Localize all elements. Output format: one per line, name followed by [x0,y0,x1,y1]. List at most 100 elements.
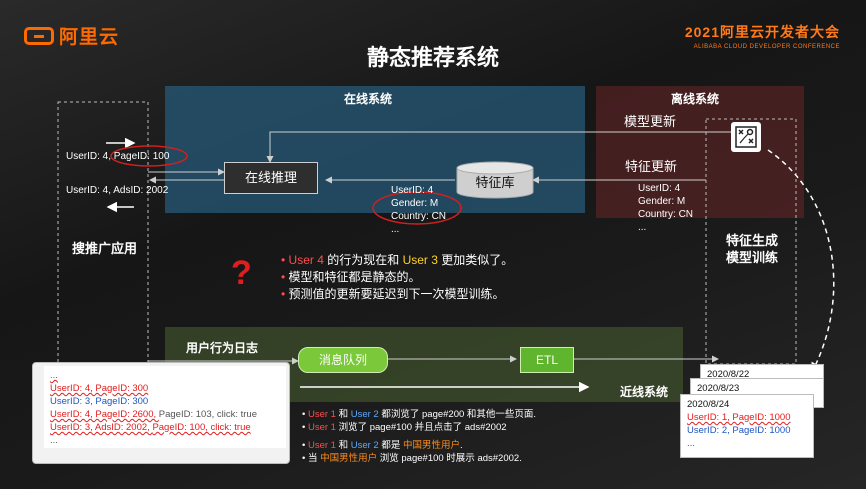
log-doc: ... UserID: 4, PageID: 300 UserID: 3, Pa… [44,366,286,448]
offline-feature-line: UserID: 4 [638,183,681,194]
text-run: 浏览了 page#100 并且点击了 ads#2002 [335,422,507,433]
text-run: ... [50,370,58,381]
feature-update-label: 特征更新 [625,159,678,174]
text-run: UserID: 4, PageID: 300 [50,383,149,394]
text-run: UserID: 1, PageID: 1000 [687,412,791,423]
offline-zone-label: 离线系统 [671,92,720,106]
log-line: ... [50,434,280,447]
note-bullet: • User 1 和 User 2 都是 中国男性用户. [302,439,536,452]
bullet-dot: • [302,453,308,464]
text-run: 和 [335,440,351,451]
feature-store-icon [456,161,534,199]
online-feature-line: Country: CN [391,211,447,222]
bullet-dot: • [302,440,308,451]
text-run: User 1 [307,409,336,420]
conference-title: 2021阿里云开发者大会 [684,24,840,40]
text-run: ... [687,438,695,449]
message-queue: 消息队列 [298,347,388,373]
app-label: 搜推广应用 [72,241,138,256]
question-bullet: • User 4 的行为现在和 User 3 更加类似了。 [281,252,513,269]
conference-subtitle: ALIBABA CLOUD DEVELOPER CONFERENCE [693,44,840,50]
text-run: ... [50,435,58,446]
model-update-label: 模型更新 [624,114,677,129]
offline-feature-line: Country: CN [638,209,694,220]
feature-store-label: 特征库 [475,175,515,190]
question-mark-icon: ? [231,254,252,292]
note-bullet: • User 1 和 User 2 都浏览了 page#200 和其他一些页面. [302,408,536,421]
offline-zone [596,86,804,218]
bullet-dot: • [281,287,289,301]
text-run: User 2 [350,440,379,451]
request-userid: UserID: 4, [66,151,112,162]
text-run: UserID: 2, PageID: 1000 [687,425,791,436]
online-inference-box: 在线推理 [224,162,318,194]
bullet-dot: • [302,409,308,420]
question-bullets: • User 4 的行为现在和 User 3 更加类似了。 • 模型和特征都是静… [281,252,513,303]
text-run: 预测值的更新要延迟到下一次模型训练。 [288,287,505,301]
bullet-dot: • [302,422,308,433]
date-doc-line: UserID: 2, PageID: 1000 [687,424,807,437]
question-bullet: • 模型和特征都是静态的。 [281,269,513,286]
text-run: PageID: 103, click: true [158,409,257,420]
text-run: . [460,440,463,451]
notes-bullets: • User 1 和 User 2 都浏览了 page#200 和其他一些页面.… [302,408,536,465]
log-line: UserID: 3, PageID: 300 [50,395,280,408]
user-log-label: 用户行为日志 [186,341,259,355]
request-text: UserID: 4, PageID: 100 [66,150,169,163]
text-run: 都是 [378,440,403,451]
text-run: 的行为现在和 [323,253,403,267]
offline-features: UserID: 4 Gender: M Country: CN ... [638,182,693,234]
training-icon [731,122,761,152]
text-run: 浏览 page#100 时展示 ads#2002. [377,453,522,464]
etl-box: ETL [520,347,574,373]
text-run: User 3 [402,253,438,267]
slide-title: 静态推荐系统 [366,45,499,70]
online-zone-label: 在线系统 [344,92,393,106]
offline-feature-line: ... [638,222,647,233]
log-line: ... [50,369,280,382]
text-run: 中国男性用户 [403,440,461,451]
text-run: 当 [307,453,321,464]
text-run: 都浏览了 page#200 和其他一些页面. [378,409,537,420]
text-run: User 1 [307,440,336,451]
online-feature-line: ... [391,224,400,235]
note-bullet: • 当 中国男性用户 浏览 page#100 时展示 ads#2002. [302,452,536,465]
date-doc-3: 2020/8/24 UserID: 1, PageID: 1000 UserID… [680,394,814,458]
log-line: UserID: 4, PageID: 300 [50,382,280,395]
text-run: 更加类似了。 [437,253,514,267]
bullet-dot: • [281,270,289,284]
log-line: UserID: 3, AdsID: 2002, PageID: 100, cli… [50,421,280,434]
training-label: 特征生成 模型训练 [712,232,792,266]
text-run: UserID: 3, PageID: 300 [50,396,149,407]
date-doc-line: UserID: 1, PageID: 1000 [687,411,807,424]
text-run: UserID: 4, PageID: 2600, [50,409,159,420]
response-text: UserID: 4, AdsID: 2002 [66,185,169,196]
date-label: 2020/8/23 [697,383,740,394]
aliyun-logo: 阿里云 [24,22,119,49]
note-bullet: • User 1 浏览了 page#100 并且点击了 ads#2002 [302,421,536,434]
text-run: User 4 [288,253,324,267]
bullet-dot: • [281,253,289,267]
date-label: 2020/8/24 [687,399,730,410]
training-line: 特征生成 [725,233,778,248]
conference-badge: 2021阿里云开发者大会 ALIBABA CLOUD DEVELOPER CON… [685,22,840,50]
text-run: UserID: 3, AdsID: 2002, [50,422,153,433]
text-run: 模型和特征都是静态的。 [288,270,421,284]
online-features: UserID: 4 Gender: M Country: CN ... [391,184,446,236]
aliyun-logo-icon [24,26,54,45]
online-feature-line: Gender: M [391,198,439,209]
text-run: PageID: 100, click: true [152,422,251,433]
text-run: 中国男性用户 [320,453,378,464]
text-run: 和 [335,409,351,420]
text-run: User 1 [307,422,336,433]
logo-text: 阿里云 [59,27,120,48]
question-bullet: • 预测值的更新要延迟到下一次模型训练。 [281,286,513,303]
nearline-zone-label: 近线系统 [620,385,669,399]
training-line: 模型训练 [725,250,778,265]
text-run: User 2 [350,409,379,420]
date-doc-line: ... [687,437,807,450]
log-line: UserID: 4, PageID: 2600, PageID: 103, cl… [50,408,280,421]
offline-feature-line: Gender: M [638,196,686,207]
online-feature-line: UserID: 4 [391,185,434,196]
